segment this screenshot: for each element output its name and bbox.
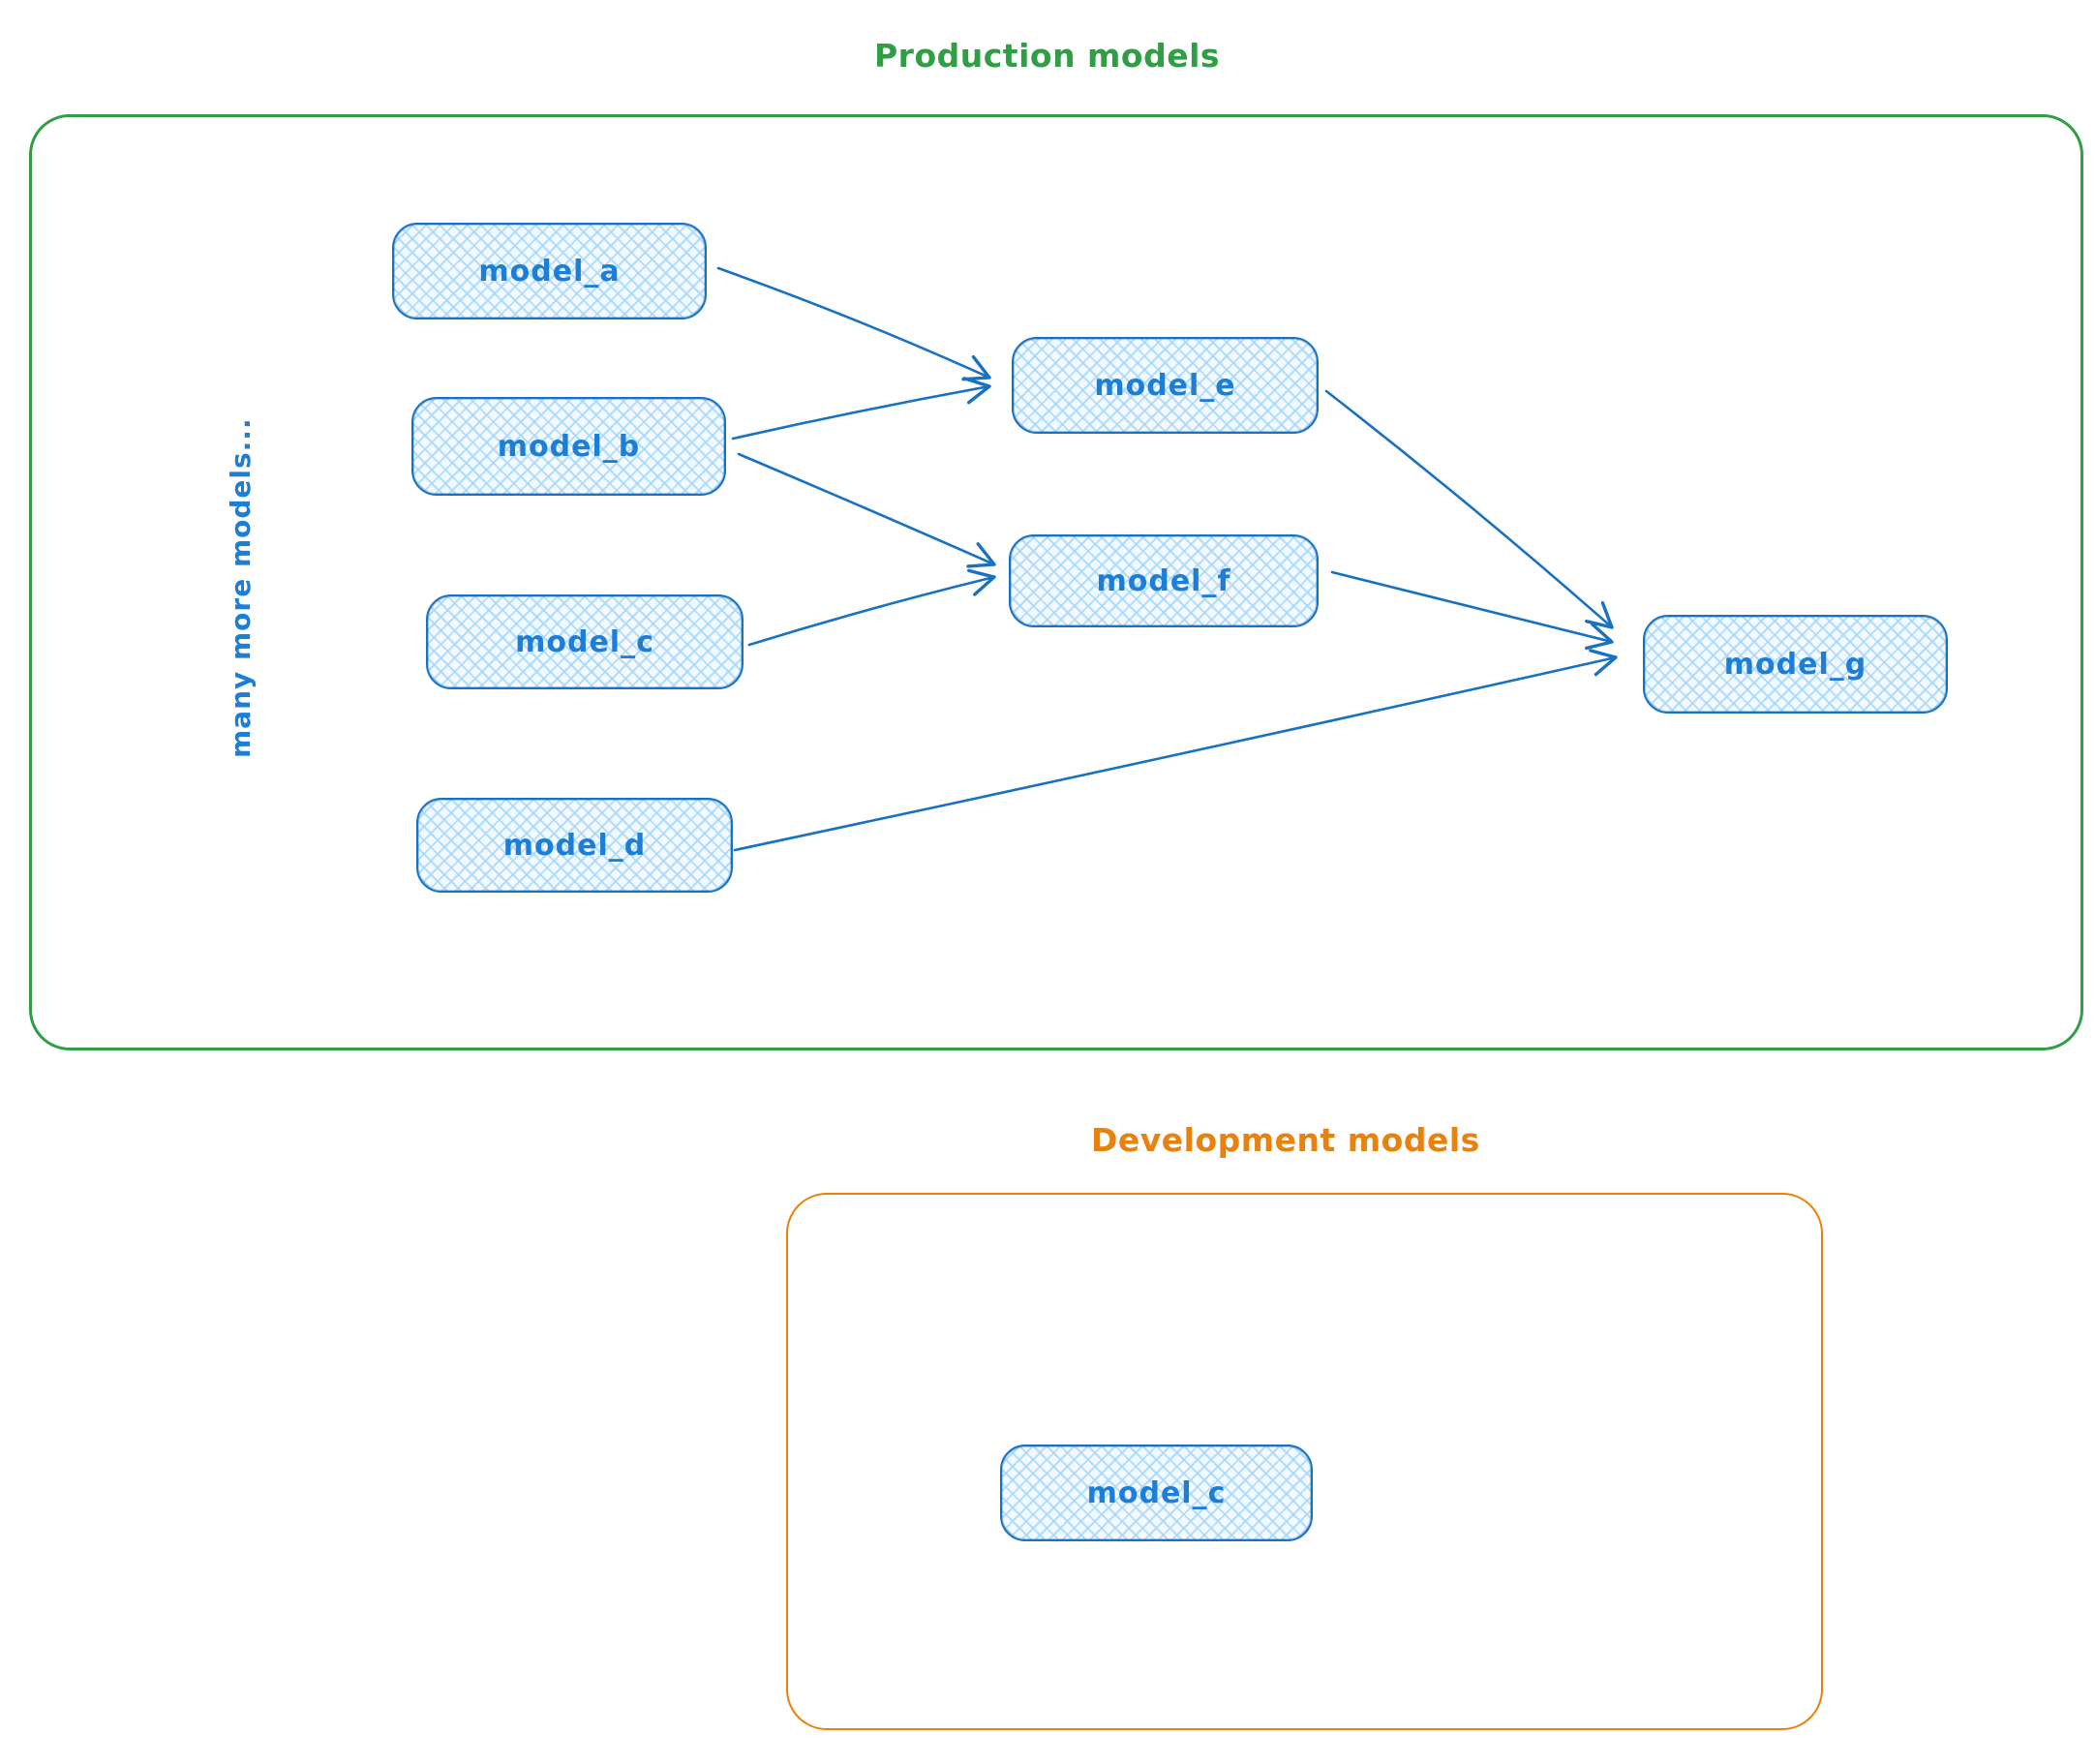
- production-group-frame: [29, 114, 2083, 1050]
- node-model_c-label: model_c: [515, 624, 654, 659]
- node-model_d-label: model_d: [502, 828, 647, 863]
- node-model_g-label: model_g: [1723, 647, 1867, 682]
- node-model_c: model_c: [426, 594, 744, 689]
- development-group-title: Development models: [1091, 1121, 1480, 1159]
- development-group-frame: [786, 1193, 1823, 1730]
- node-model_a: model_a: [392, 223, 707, 319]
- production-group-title: Production models: [874, 37, 1221, 75]
- node-model_a-label: model_a: [478, 254, 621, 289]
- node-model_b: model_b: [411, 397, 726, 496]
- node-model_d: model_d: [416, 798, 733, 893]
- node-model_f: model_f: [1009, 534, 1319, 627]
- node-model_b-label: model_b: [497, 429, 641, 464]
- node-model_e-label: model_e: [1094, 368, 1236, 403]
- node-model_g: model_g: [1643, 615, 1948, 714]
- node-model_f-label: model_f: [1096, 563, 1231, 598]
- node-model_e: model_e: [1012, 337, 1319, 434]
- node-model_c-dev: model_c: [1000, 1445, 1313, 1541]
- production-side-note: many more models...: [225, 417, 257, 758]
- node-model_c-dev-label: model_c: [1086, 1475, 1227, 1510]
